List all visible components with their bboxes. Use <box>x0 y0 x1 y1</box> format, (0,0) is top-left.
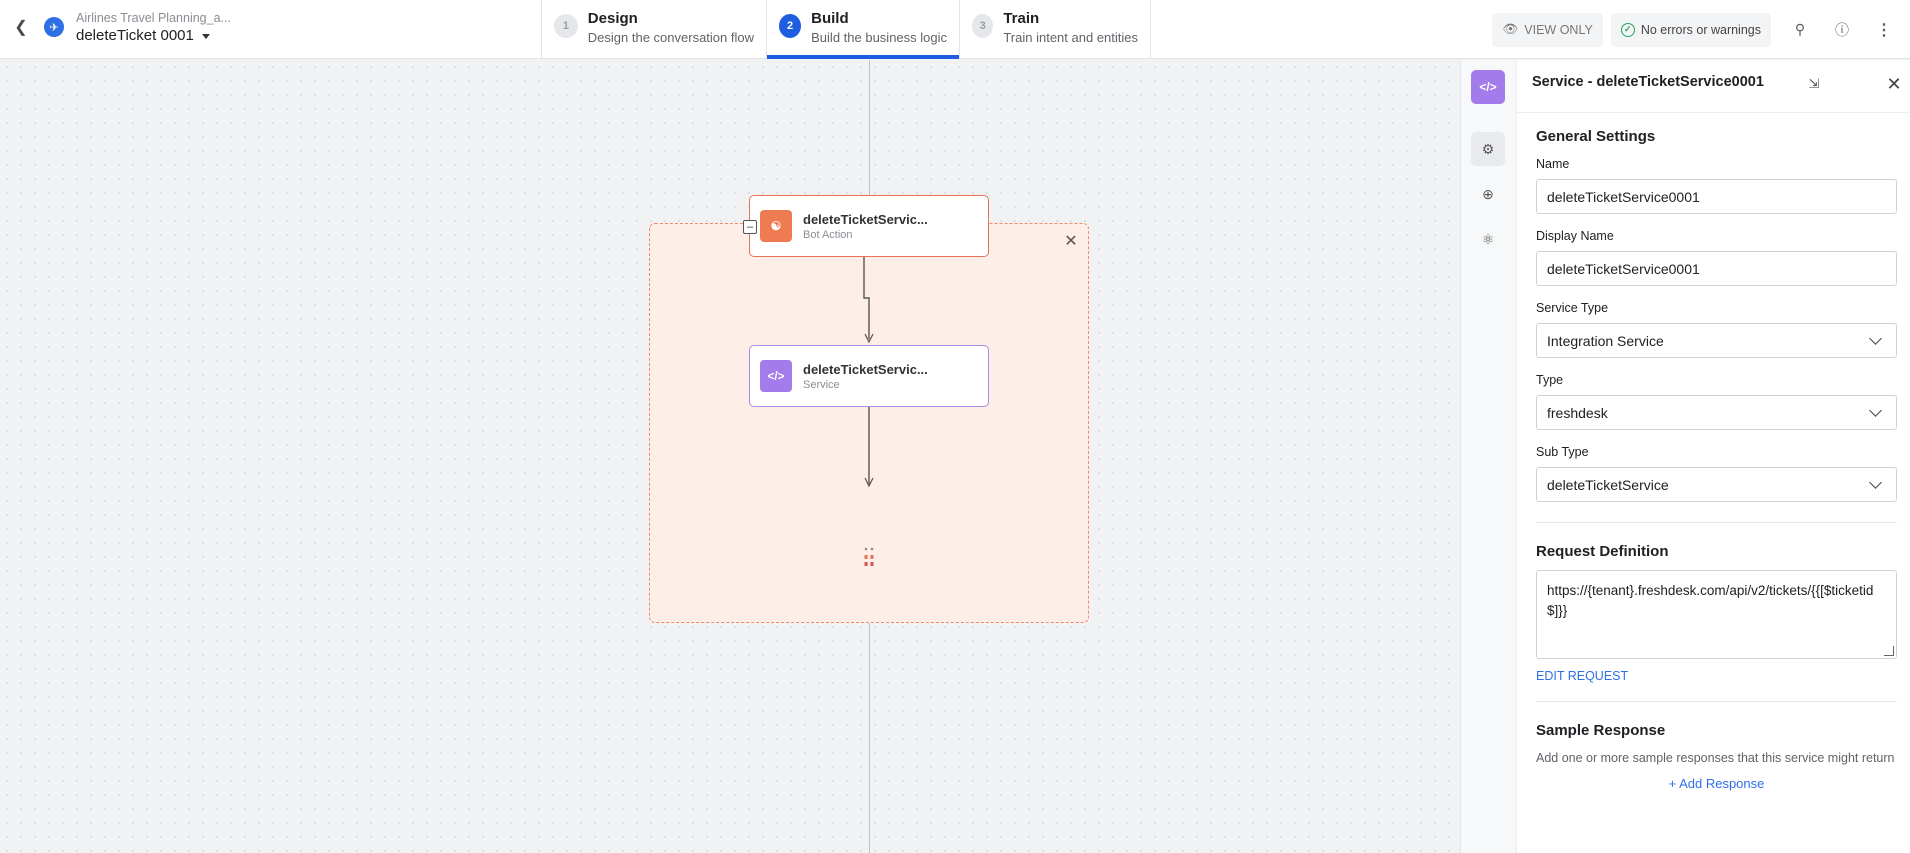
sample-response-description: Add one or more sample responses that th… <box>1536 751 1895 765</box>
flow-arrows <box>863 257 874 488</box>
sub-type-label: Sub Type <box>1536 445 1589 459</box>
add-response-button[interactable]: + Add Response <box>1668 776 1765 791</box>
minimize-icon[interactable]: ⇲ <box>1808 76 1820 91</box>
close-icon[interactable]: ✕ <box>1064 233 1078 250</box>
step-tabs: 1 Design Design the conversation flow 2 … <box>541 0 1151 59</box>
step-subtitle: Build the business logic <box>811 30 947 45</box>
type-label: Type <box>1536 373 1564 387</box>
node-subtitle: Bot Action <box>803 228 853 241</box>
close-icon[interactable]: ✕ <box>1886 73 1902 94</box>
view-only-badge: 👁 VIEW ONLY <box>1492 12 1603 47</box>
bot-action-icon: ☯ <box>760 210 792 242</box>
divider <box>1536 522 1897 523</box>
edit-request-link[interactable]: EDIT REQUEST <box>1536 669 1629 683</box>
settings-gear-icon[interactable]: ⚙ <box>1471 132 1505 166</box>
help-icon[interactable]: ⓘ <box>1835 21 1849 38</box>
step-number: 3 <box>972 14 994 38</box>
step-subtitle: Design the conversation flow <box>587 30 754 45</box>
top-bar: ❮ ✈ Airlines Travel Planning_a... delete… <box>0 0 1910 59</box>
service-type-label: Service Type <box>1536 301 1609 315</box>
properties-panel: </> ⚙ ⊕ ⚛ Service - deleteTicketService0… <box>1460 60 1910 853</box>
node-title: deleteTicketServic... <box>803 361 928 377</box>
app-name: Airlines Travel Planning_a... <box>76 11 231 25</box>
app-logo-icon: ✈ <box>44 17 64 37</box>
tab-design[interactable]: 1 Design Design the conversation flow <box>542 0 767 59</box>
status-badge[interactable]: ✓ No errors or warnings <box>1610 12 1771 47</box>
display-name-label: Display Name <box>1536 229 1614 243</box>
section-title-request: Request Definition <box>1536 543 1669 560</box>
sub-type-value: deleteTicketService <box>1547 476 1669 493</box>
general-settings-form: General Settings Name deleteTicketServic… <box>1536 128 1897 791</box>
service-type-select[interactable]: Integration Service <box>1536 323 1897 358</box>
tab-train[interactable]: 3 Train Train intent and entities <box>960 0 1151 59</box>
section-title-sample-response: Sample Response <box>1536 722 1666 739</box>
node-title: deleteTicketServic... <box>803 211 928 227</box>
chevron-down-icon <box>1869 331 1882 345</box>
step-title: Train <box>1003 10 1040 27</box>
step-number: 1 <box>554 14 578 38</box>
tab-build[interactable]: 2 Build Build the business logic <box>767 0 960 59</box>
request-url-textarea[interactable]: https://{tenant}.freshdesk.com/api/v2/ti… <box>1536 570 1897 659</box>
step-subtitle: Train intent and entities <box>1003 30 1138 45</box>
back-arrow-icon[interactable]: ❮ <box>14 19 28 36</box>
sub-type-select[interactable]: deleteTicketService <box>1536 467 1897 502</box>
connections-icon[interactable]: ⊕ <box>1482 185 1494 202</box>
type-select[interactable]: freshdesk <box>1536 395 1897 430</box>
add-node-point-icon[interactable] <box>862 546 876 570</box>
step-title: Design <box>587 10 638 27</box>
view-only-label: VIEW ONLY <box>1524 22 1593 37</box>
toolbar-right: 👁 VIEW ONLY ✓ No errors or warnings ⚲ ⓘ … <box>1492 0 1910 59</box>
collapse-minus-icon[interactable]: – <box>743 220 757 234</box>
status-label: No errors or warnings <box>1640 22 1761 37</box>
connector-line-bottom <box>869 623 870 853</box>
service-code-icon: </> <box>1471 70 1505 104</box>
name-field[interactable]: deleteTicketService0001 <box>1536 179 1897 214</box>
dialog-selector[interactable]: deleteTicket 0001 <box>76 27 210 44</box>
request-url-text: https://{tenant}.freshdesk.com/api/v2/ti… <box>1547 583 1874 618</box>
bug-icon[interactable]: ⚛ <box>1481 230 1495 247</box>
eye-icon: 👁 <box>1502 22 1519 36</box>
resize-handle-icon[interactable] <box>1884 646 1894 656</box>
chevron-down-icon <box>1869 403 1882 417</box>
code-icon: </> <box>760 360 792 392</box>
divider <box>1536 701 1897 702</box>
flow-canvas[interactable]: ✕ ☯ deleteTicketServic... Bot Action – <… <box>0 60 1460 853</box>
dialog-name-label: deleteTicket 0001 <box>76 27 194 44</box>
connector-line-top <box>869 60 870 195</box>
step-title: Build <box>811 10 849 27</box>
divider <box>1517 112 1910 113</box>
bot-action-node[interactable]: ☯ deleteTicketServic... Bot Action <box>749 195 989 257</box>
display-name-field[interactable]: deleteTicketService0001 <box>1536 251 1897 286</box>
panel-rail: </> ⚙ ⊕ ⚛ <box>1461 60 1517 853</box>
more-options-icon[interactable]: ⋮ <box>1876 21 1892 39</box>
search-icon[interactable]: ⚲ <box>1794 21 1806 37</box>
caret-down-icon <box>201 34 210 39</box>
service-type-value: Integration Service <box>1547 332 1664 349</box>
chevron-down-icon <box>1869 475 1882 489</box>
name-label: Name <box>1536 157 1570 171</box>
type-value: freshdesk <box>1547 404 1608 421</box>
check-circle-icon: ✓ <box>1620 22 1635 37</box>
step-number: 2 <box>779 14 802 38</box>
section-title-general: General Settings <box>1536 128 1656 145</box>
panel-title: Service - deleteTicketService0001 <box>1532 74 1764 90</box>
node-subtitle: Service <box>803 378 840 391</box>
service-node[interactable]: </> deleteTicketServic... Service <box>749 345 989 407</box>
